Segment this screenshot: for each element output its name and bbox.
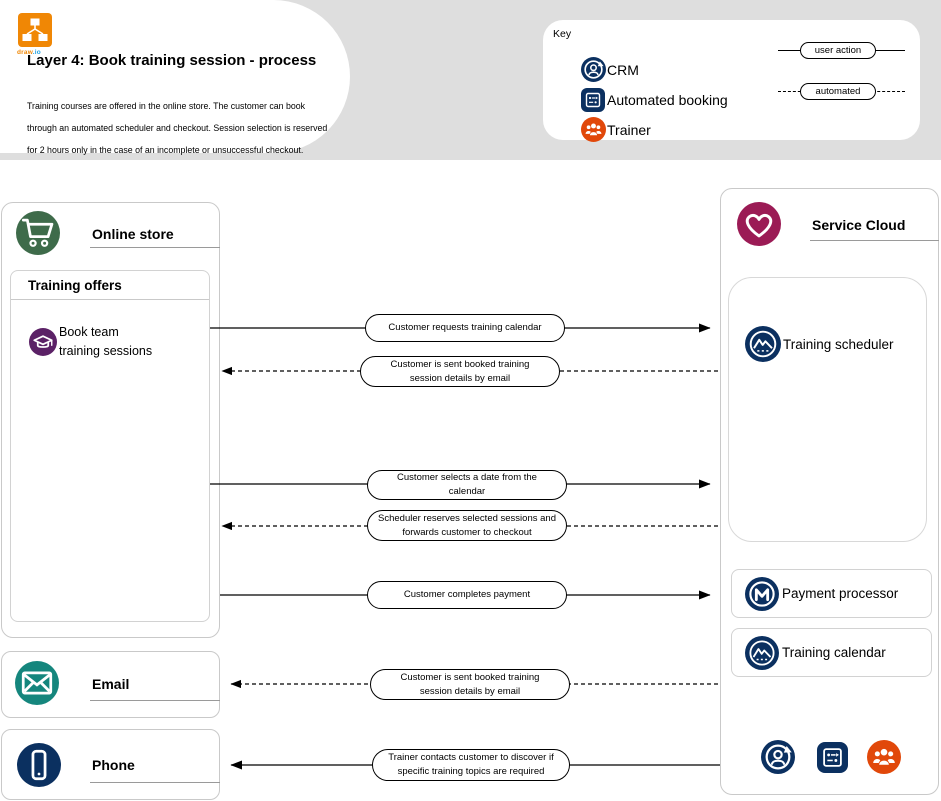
page-description-line: Training courses are offered in the onli… (27, 101, 306, 111)
crm-icon (581, 57, 606, 82)
training-calendar-item: Training calendar (782, 645, 886, 660)
payment-processor-item: Payment processor (782, 586, 899, 601)
legend-pill-automated: automated (800, 83, 876, 100)
flow-label-select-date: Customer selects a date from the calenda… (367, 470, 567, 500)
envelope-icon (15, 661, 59, 705)
flow-label-session-details-store: Customer is sent booked training session… (360, 356, 560, 387)
automated-booking-icon (581, 88, 605, 112)
training-scheduler-group (728, 277, 927, 542)
email-title: Email (92, 676, 130, 692)
online-store-title: Online store (92, 226, 174, 242)
training-mountains-icon (745, 326, 781, 362)
drawio-wordmark: draw.io (17, 49, 41, 56)
drawio-wordmark-brand: draw (17, 49, 33, 56)
flow-label-request-calendar: Customer requests training calendar (365, 314, 565, 342)
book-team-training-sessions-item: Book team training sessions (59, 323, 152, 361)
flow-label-scheduler-reserves: Scheduler reserves selected sessions and… (367, 510, 567, 541)
crm-icon (761, 740, 795, 774)
drawio-wordmark-tld: .io (32, 49, 41, 56)
key-item-automated-booking: Automated booking (607, 92, 728, 108)
page-description: Training courses are offered in the onli… (27, 95, 327, 161)
flow-label-trainer-contacts: Trainer contacts customer to discover if… (372, 749, 570, 781)
key-title: Key (553, 28, 572, 40)
heart-icon (737, 202, 781, 246)
key-panel: Key CRM Automated booking Trainer user a… (543, 20, 920, 142)
shopping-cart-icon (16, 211, 60, 255)
graduation-cap-icon (29, 328, 57, 356)
trainer-icon (581, 117, 606, 142)
service-cloud-title-underline (810, 240, 939, 241)
online-store-title-underline (90, 247, 220, 248)
smartphone-icon (17, 743, 61, 787)
automated-booking-icon (817, 742, 848, 773)
trainer-icon (867, 740, 901, 774)
phone-container (1, 729, 220, 800)
key-item-trainer: Trainer (607, 122, 651, 138)
training-offers-divider (11, 299, 209, 300)
drawio-logo-icon (18, 13, 52, 47)
training-scheduler-item: Training scheduler (783, 337, 894, 352)
page-description-line: through an automated scheduler and check… (27, 123, 328, 133)
training-mountains-icon (745, 636, 779, 670)
page-title: Layer 4: Book training session - process (27, 52, 317, 69)
flow-label-session-details-email: Customer is sent booked training session… (370, 669, 570, 700)
mulesoft-icon (745, 577, 779, 611)
book-team-training-sessions-line: Book team (59, 325, 119, 339)
email-title-underline (90, 700, 220, 701)
flow-label-completes-payment: Customer completes payment (367, 581, 567, 609)
header-card: draw.io Layer 4: Book training session -… (0, 0, 350, 155)
page-description-line: for 2 hours only in the case of an incom… (27, 145, 304, 155)
key-item-crm: CRM (607, 62, 639, 78)
legend-pill-user-action: user action (800, 42, 876, 59)
training-offers-title: Training offers (28, 278, 122, 293)
phone-title-underline (90, 782, 220, 783)
book-team-training-sessions-line: training sessions (59, 344, 153, 358)
service-cloud-title: Service Cloud (812, 217, 906, 233)
phone-title: Phone (92, 757, 135, 773)
